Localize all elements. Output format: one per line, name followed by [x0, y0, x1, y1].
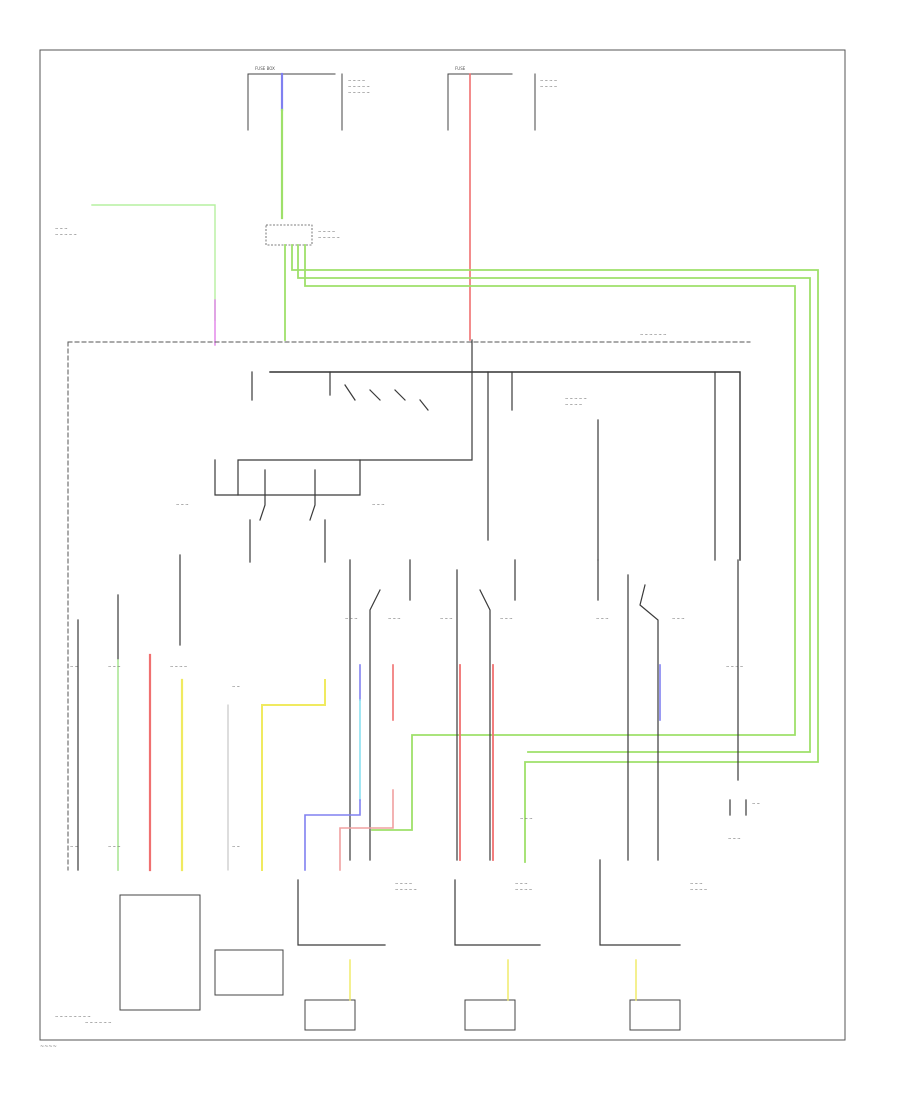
svg-text:~ ~ ~: ~ ~ ~ [728, 836, 741, 841]
svg-text:~ ~ ~ ~ ~: ~ ~ ~ ~ ~ [55, 232, 77, 237]
relay-center: ~ ~ ~ ~ ~ ~ ~ ~ ~ [265, 224, 340, 246]
svg-text:~ ~ ~ ~: ~ ~ ~ ~ [540, 78, 557, 83]
left-feed: ~ ~ ~ ~ ~ ~ ~ ~ [55, 204, 216, 346]
svg-text:~ ~ ~: ~ ~ ~ [515, 881, 528, 886]
fuse-box-left: FUSE BOX ~ ~ ~ ~ ~ ~ ~ ~ ~ ~ ~ ~ ~ ~ [247, 66, 370, 220]
fuse-box-right: FUSE ~ ~ ~ ~ ~ ~ ~ ~ [447, 66, 557, 341]
left-module: ~ ~ ~ ~ ~ ~ ~ ~ ~ ~ ~ ~ ~ ~ [55, 894, 284, 1025]
svg-text:~ ~ ~ ~ ~ ~: ~ ~ ~ ~ ~ ~ [85, 1020, 111, 1025]
door-switch-unit-2: ~ ~ ~ ~ ~ ~ ~ [454, 879, 541, 946]
svg-text:~ ~ ~ ~ ~: ~ ~ ~ ~ ~ [395, 887, 417, 892]
svg-text:~ ~ ~ ~: ~ ~ ~ ~ [565, 402, 582, 407]
reference-mark: ~~~~ [40, 1044, 57, 1050]
svg-text:~ ~ ~ ~ ~ ~: ~ ~ ~ ~ ~ ~ [640, 332, 666, 337]
svg-text:~ ~ ~ ~ ~: ~ ~ ~ ~ ~ [318, 235, 340, 240]
svg-text:~ ~ ~: ~ ~ ~ [596, 616, 609, 621]
ground-bus: ~ ~ ~ ~ ~ ~ [67, 332, 751, 871]
svg-text:~ ~ ~ ~ ~: ~ ~ ~ ~ ~ [348, 90, 370, 95]
svg-text:~ ~ ~: ~ ~ ~ [372, 502, 385, 507]
svg-text:~ ~ ~ ~: ~ ~ ~ ~ [170, 664, 187, 669]
svg-text:~ ~ ~: ~ ~ ~ [672, 616, 685, 621]
svg-text:~ ~ ~ ~: ~ ~ ~ ~ [540, 84, 557, 89]
svg-text:~ ~: ~ ~ [232, 684, 240, 689]
svg-text:~ ~ ~: ~ ~ ~ [345, 616, 358, 621]
svg-text:FUSE BOX: FUSE BOX [255, 66, 275, 71]
svg-text:~ ~: ~ ~ [752, 801, 760, 806]
svg-text:~ ~ ~: ~ ~ ~ [108, 664, 121, 669]
door-switch-unit-3: ~ ~ ~ ~ ~ ~ ~ [599, 859, 707, 946]
svg-text:~ ~ ~: ~ ~ ~ [690, 881, 703, 886]
door-lock-actuator-2 [304, 959, 356, 1031]
svg-text:~ ~ ~: ~ ~ ~ [108, 844, 121, 849]
svg-text:~ ~ ~ ~: ~ ~ ~ ~ [395, 881, 412, 886]
svg-text:~ ~ ~ ~: ~ ~ ~ ~ [348, 78, 365, 83]
door-switch-unit-1: ~ ~ ~ ~ ~ ~ ~ ~ ~ [297, 879, 417, 946]
svg-text:~ ~ ~: ~ ~ ~ [388, 616, 401, 621]
svg-text:~ ~ ~ ~ ~ ~ ~ ~: ~ ~ ~ ~ ~ ~ ~ ~ [55, 1014, 91, 1019]
green-bus-wires [284, 244, 819, 863]
right-circuit: ~ ~ ~ ~ ~ ~ ~ ~ ~ [726, 559, 760, 841]
svg-text:~ ~ ~: ~ ~ ~ [440, 616, 453, 621]
svg-text:~ ~ ~ ~: ~ ~ ~ ~ [515, 887, 532, 892]
svg-text:~ ~ ~ ~ ~: ~ ~ ~ ~ ~ [348, 84, 370, 89]
svg-text:FUSE: FUSE [455, 66, 466, 71]
svg-text:~ ~ ~: ~ ~ ~ [55, 226, 68, 231]
master-switch: ~ ~ ~ ~ ~ ~ ~ ~ ~ ~ ~ ~ ~ ~ ~ [176, 339, 716, 563]
svg-text:~ ~ ~ ~: ~ ~ ~ ~ [690, 887, 707, 892]
wire-labels: ~ ~ ~ ~ ~ ~ ~ ~ ~ ~ ~ ~ ~ ~ ~ ~ ~ ~ ~ ~ … [70, 616, 685, 849]
svg-text:~ ~ ~ ~: ~ ~ ~ ~ [726, 664, 743, 669]
svg-text:~ ~: ~ ~ [70, 664, 78, 669]
door-lock-actuator-4 [629, 959, 681, 1031]
svg-text:~ ~: ~ ~ [70, 844, 78, 849]
colored-wires [117, 653, 661, 872]
svg-text:~ ~ ~: ~ ~ ~ [176, 502, 189, 507]
svg-text:~ ~ ~ ~: ~ ~ ~ ~ [318, 229, 335, 234]
svg-text:~ ~ ~ ~ ~: ~ ~ ~ ~ ~ [565, 396, 587, 401]
svg-text:~ ~ ~: ~ ~ ~ [520, 816, 533, 821]
switch-columns [77, 554, 659, 871]
svg-text:~ ~ ~: ~ ~ ~ [500, 616, 513, 621]
diagram-frame [39, 49, 846, 1041]
door-lock-actuator-3 [464, 959, 516, 1031]
svg-text:~ ~: ~ ~ [232, 844, 240, 849]
